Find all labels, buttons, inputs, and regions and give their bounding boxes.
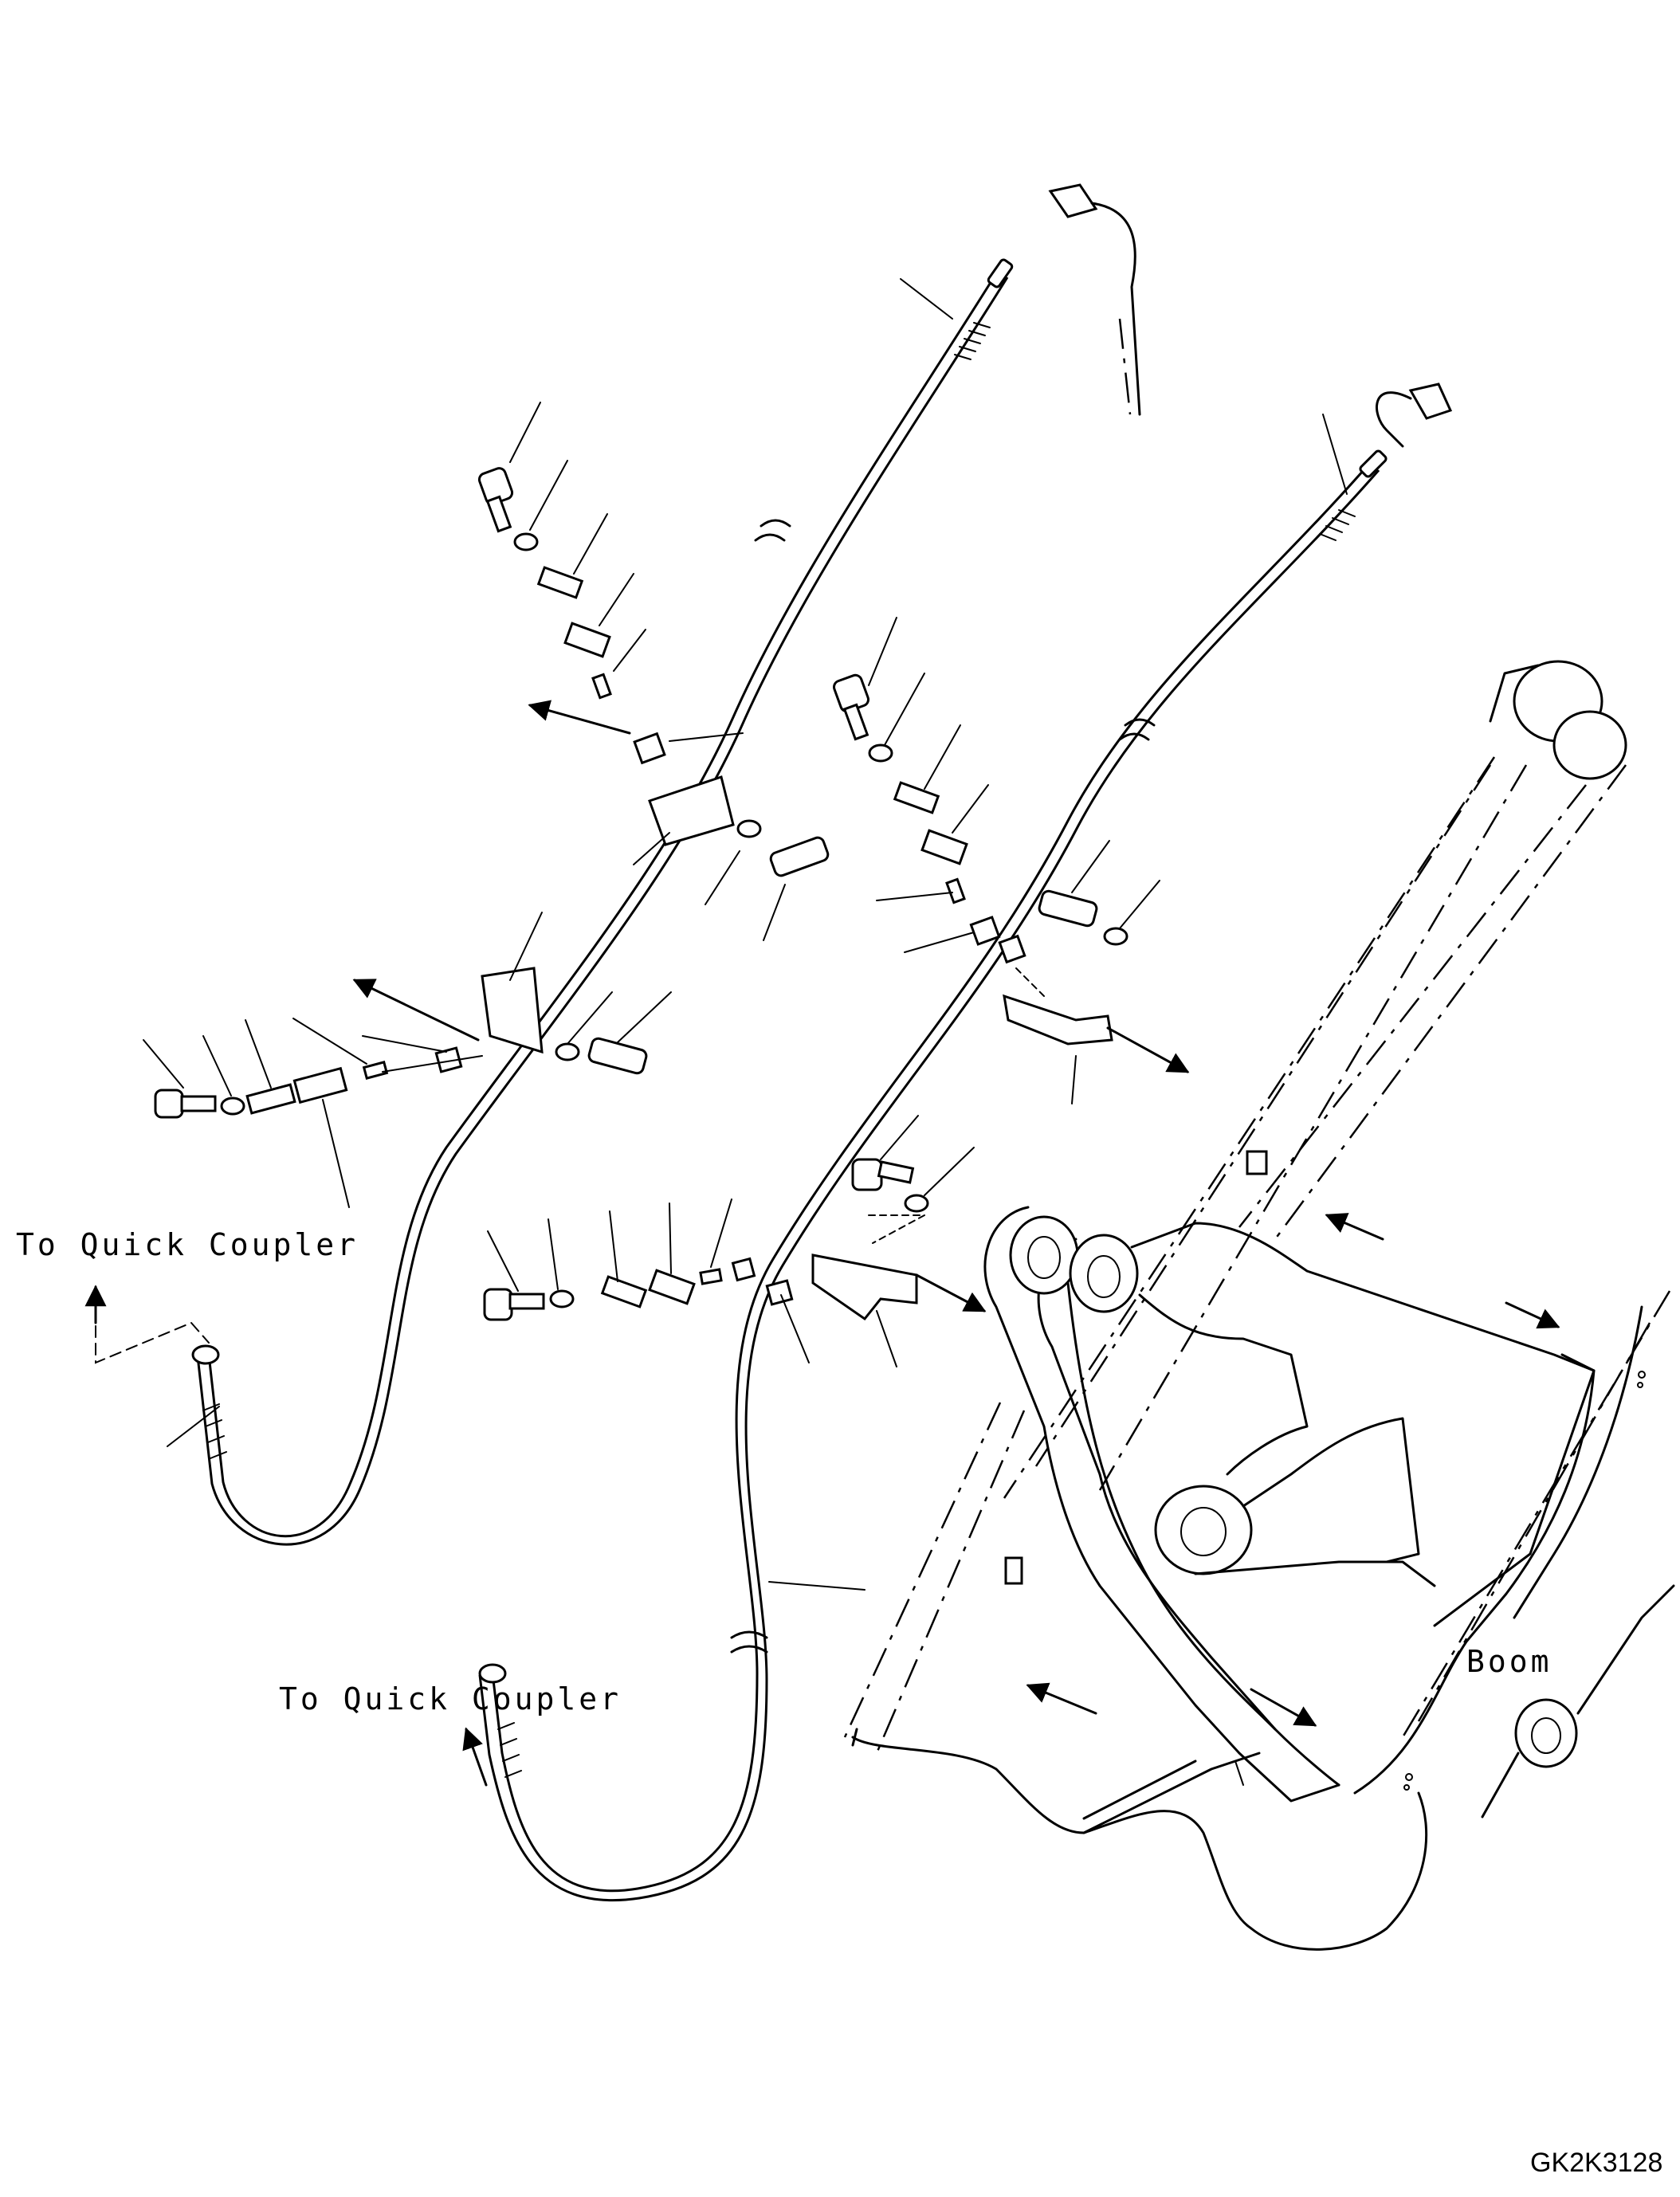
clamp-block-icon bbox=[648, 1269, 696, 1305]
right-lower-clamp-assembly bbox=[483, 1115, 987, 1367]
bolt-icon bbox=[483, 1288, 513, 1321]
clamp-plate-icon bbox=[600, 1275, 648, 1308]
boom-lower-pin bbox=[1514, 1698, 1578, 1768]
label-to-quick-coupler-upper: To Quick Coupler bbox=[16, 1227, 359, 1262]
clamp-plate-icon bbox=[245, 1083, 296, 1115]
bolt-icon bbox=[769, 836, 830, 877]
callout-left-hose-lower bbox=[167, 1406, 220, 1447]
pin-icon bbox=[945, 877, 966, 904]
washer-icon bbox=[220, 1097, 245, 1116]
arrow-to-quick-coupler-lower bbox=[462, 1727, 488, 1787]
boom-foot-pin-right bbox=[1069, 1234, 1139, 1313]
bolt-icon bbox=[851, 1158, 883, 1191]
pin-icon bbox=[699, 1268, 723, 1285]
clamp-icon bbox=[969, 916, 1001, 946]
boom-bracket-lower bbox=[1004, 1556, 1023, 1585]
right-hose-lower-fitting bbox=[478, 1663, 522, 1778]
clamp-plate-icon bbox=[536, 566, 584, 599]
boom-bracket-upper bbox=[1246, 1150, 1268, 1175]
direction-arrow-right-lower bbox=[915, 1273, 987, 1312]
label-to-quick-coupler-lower: To Quick Coupler bbox=[279, 1681, 622, 1716]
pin-icon bbox=[362, 1061, 389, 1080]
left-middle-clamp-assembly bbox=[143, 912, 672, 1208]
right-upper-clamp-assembly bbox=[832, 617, 1190, 1104]
washer-icon bbox=[868, 743, 893, 763]
washer-icon bbox=[513, 532, 539, 551]
washer-icon bbox=[549, 1289, 575, 1308]
clamp-block-icon bbox=[920, 829, 968, 865]
right-hose-break-mark-bottom bbox=[730, 1645, 768, 1654]
right-hose bbox=[478, 414, 1388, 1902]
bracket-icon bbox=[481, 967, 544, 1054]
right-hose-upper-fitting bbox=[1319, 449, 1388, 541]
left-hose bbox=[167, 258, 1014, 1546]
bracket-icon bbox=[1003, 994, 1113, 1046]
callout-right-hose-upper bbox=[1322, 414, 1348, 495]
bolt-icon bbox=[1038, 889, 1098, 928]
washer-icon bbox=[904, 1194, 929, 1213]
boom-structure: Boom bbox=[843, 660, 1675, 1951]
bolt-icon bbox=[154, 1089, 184, 1119]
left-hose-lower-fitting bbox=[191, 1344, 227, 1459]
callout-left-hose-upper bbox=[900, 278, 953, 320]
clamp-icon bbox=[765, 1279, 794, 1306]
left-upper-clamp-assembly bbox=[477, 402, 830, 941]
direction-arrow-right-upper bbox=[1106, 1026, 1190, 1073]
left-hose-break-mark-top bbox=[760, 519, 791, 528]
boom-foot-pin-left bbox=[1009, 1215, 1079, 1295]
right-hose-break-mark-top bbox=[1124, 718, 1156, 727]
callout-right-hose-lower bbox=[768, 1581, 866, 1591]
clamp-block-icon bbox=[292, 1066, 348, 1104]
direction-arrow-left-middle bbox=[352, 979, 480, 1042]
direction-arrow-left-upper bbox=[528, 700, 631, 735]
boom-cylinder-boss bbox=[1154, 1485, 1253, 1575]
pin-icon bbox=[591, 673, 612, 700]
clamp-block-icon bbox=[563, 622, 611, 658]
bracket-icon bbox=[811, 1253, 918, 1321]
clamp-icon bbox=[633, 732, 666, 765]
upper-pipe-fitting-right bbox=[1376, 383, 1453, 448]
clamp-plate-icon bbox=[893, 781, 940, 814]
bracket-icon bbox=[648, 775, 735, 846]
left-hose-upper-fitting bbox=[954, 258, 1014, 360]
label-boom: Boom bbox=[1466, 1644, 1552, 1679]
drawing-code: GK2K3128 bbox=[1530, 2148, 1662, 2178]
upper-pipe-fitting-left bbox=[1048, 183, 1141, 416]
bolt-icon bbox=[587, 1037, 648, 1075]
